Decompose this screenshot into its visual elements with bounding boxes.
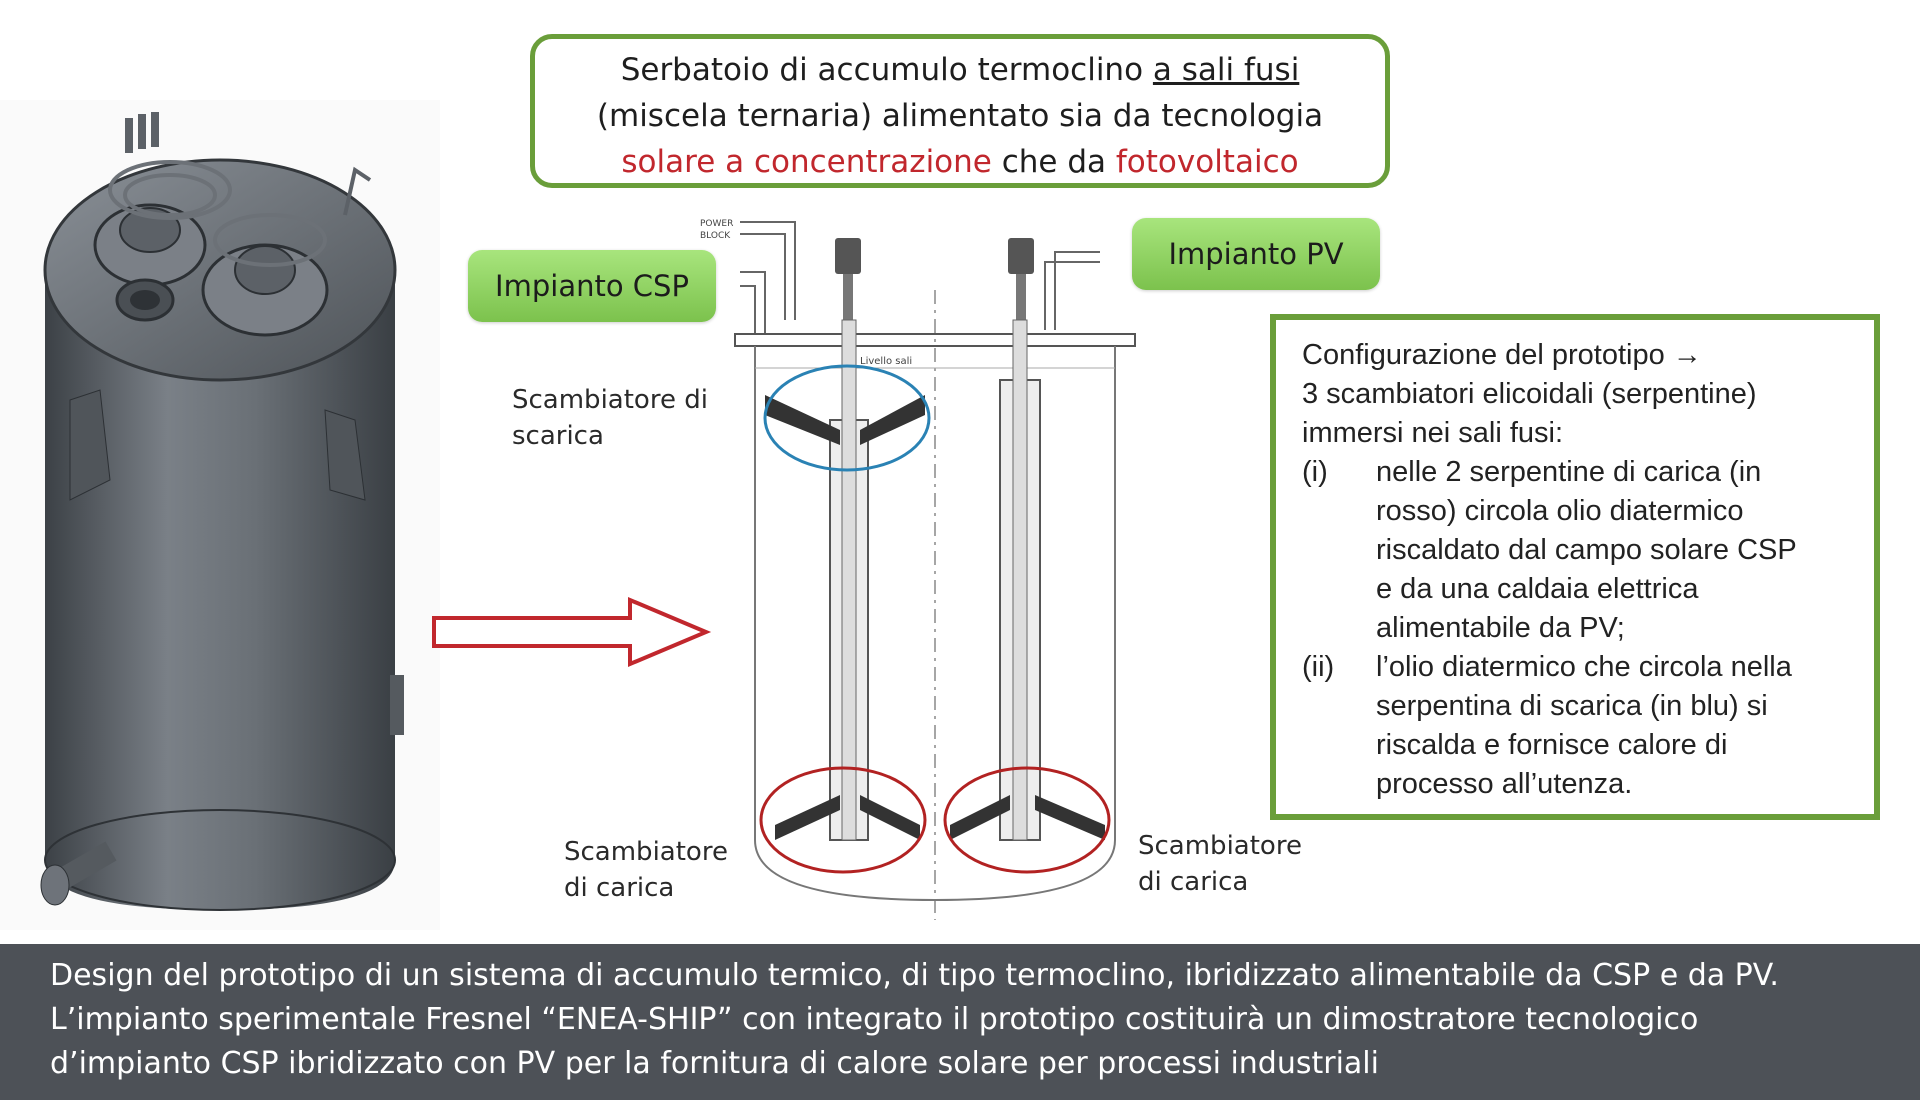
scambiatore-carica-right-label: Scambiatore di carica: [1138, 831, 1302, 897]
tank-3d-image: [0, 100, 440, 930]
caption-line-1: Design del prototipo di un sistema di ac…: [50, 958, 1779, 993]
caption-line-2: L’impianto sperimentale Fresnel “ENEA-SH…: [50, 1002, 1699, 1037]
scambiatore-scarica-label: Scambiatore di scarica: [512, 385, 708, 451]
title-line-3: solare a concentrazione che da fotovolta…: [621, 144, 1299, 180]
title-line-2: (miscela ternaria) alimentato sia da tec…: [596, 98, 1324, 134]
caption-line-3: d’impianto CSP ibridizzato con PV per la…: [50, 1046, 1379, 1081]
config-line-2: 3 scambiatori elicoidali (serpentine): [1302, 378, 1757, 410]
caption-bar: Design del prototipo di un sistema di ac…: [0, 944, 1920, 1100]
block-label: BLOCK: [700, 231, 731, 241]
scambiatore-carica-left-label: Scambiatore di carica: [564, 837, 728, 903]
title-line-1: Serbatoio di accumulo termoclino a sali …: [620, 52, 1300, 88]
livello-label: Livello sali: [860, 356, 912, 367]
config-item-ii: (ii) l’olio diatermico che circola nella…: [1302, 651, 1792, 800]
tank-section-diagram: POWER BLOCK Livello sali: [700, 219, 1136, 920]
config-item-i: (i) nelle 2 serpentine di carica (in ros…: [1302, 456, 1797, 644]
impianto-pv-label: Impianto PV: [1132, 218, 1380, 290]
title-box: Serbatoio di accumulo termoclino a sali …: [530, 34, 1390, 188]
red-arrow-icon: [432, 596, 712, 668]
config-line-1: Configurazione del prototipo →: [1302, 339, 1702, 371]
power-label: POWER: [700, 219, 733, 229]
config-line-3: immersi nei sali fusi:: [1302, 417, 1564, 449]
config-box: Configurazione del prototipo → 3 scambia…: [1270, 314, 1880, 820]
impianto-csp-label: Impianto CSP: [468, 250, 716, 322]
